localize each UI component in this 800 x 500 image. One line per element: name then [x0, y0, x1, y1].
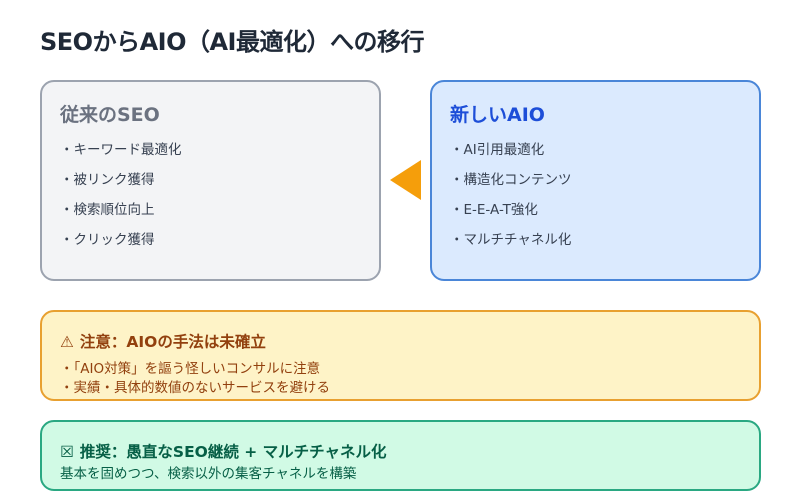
- list-item: ・検索順位向上: [60, 202, 155, 218]
- feature-list: ・AI引用最適化 ・構造化コンテンツ ・E-E-A-T強化 ・マルチチャネル化: [450, 140, 572, 260]
- note-title: ☒ 推奨：愚直なSEO継続 + マルチチャネル化: [60, 440, 386, 462]
- note-body: ・「AIO対策」を謳う怪しいコンサルに注意 ・実績・具体的数値のないサービスを避…: [60, 360, 330, 398]
- list-item: ・E-E-A-T強化: [450, 202, 538, 218]
- list-item: ・AI引用最適化: [450, 142, 545, 158]
- note-title-text: 推奨：愚直なSEO継続 + マルチチャネル化: [79, 443, 387, 461]
- note-line: ・実績・具体的数値のないサービスを避ける: [60, 380, 330, 396]
- feature-list: ・キーワード最適化 ・被リンク獲得 ・検索順位向上 ・クリック獲得: [60, 140, 182, 260]
- checkbox-icon: ☒: [60, 443, 74, 461]
- card-title: 従来のSEO: [60, 104, 160, 126]
- note-line: ・「AIO対策」を謳う怪しいコンサルに注意: [60, 361, 321, 377]
- new-aio-card: 新しいAIO ・AI引用最適化 ・構造化コンテンツ ・E-E-A-T強化 ・マル…: [430, 80, 761, 281]
- list-item: ・被リンク獲得: [60, 172, 155, 188]
- warning-icon: ⚠: [60, 333, 74, 351]
- warning-note: ⚠ 注意：AIOの手法は未確立 ・「AIO対策」を謳う怪しいコンサルに注意 ・実績…: [40, 310, 761, 401]
- recommendation-note: ☒ 推奨：愚直なSEO継続 + マルチチャネル化 基本を固めつつ、検索以外の集客チ…: [40, 420, 761, 491]
- list-item: ・クリック獲得: [60, 232, 155, 248]
- page-title: SEOからAIO（AI最適化）への移行: [40, 28, 425, 56]
- list-item: ・マルチチャネル化: [450, 232, 572, 248]
- traditional-seo-card: 従来のSEO ・キーワード最適化 ・被リンク獲得 ・検索順位向上 ・クリック獲得: [40, 80, 381, 281]
- note-title-text: 注意：AIOの手法は未確立: [79, 333, 266, 351]
- list-item: ・キーワード最適化: [60, 142, 182, 158]
- note-body: 基本を固めつつ、検索以外の集客チャネルを構築: [60, 465, 356, 484]
- note-line: 基本を固めつつ、検索以外の集客チャネルを構築: [60, 466, 357, 482]
- list-item: ・構造化コンテンツ: [450, 172, 572, 188]
- arrow-left-icon: [390, 160, 421, 200]
- note-title: ⚠ 注意：AIOの手法は未確立: [60, 330, 266, 352]
- card-title: 新しいAIO: [450, 104, 545, 126]
